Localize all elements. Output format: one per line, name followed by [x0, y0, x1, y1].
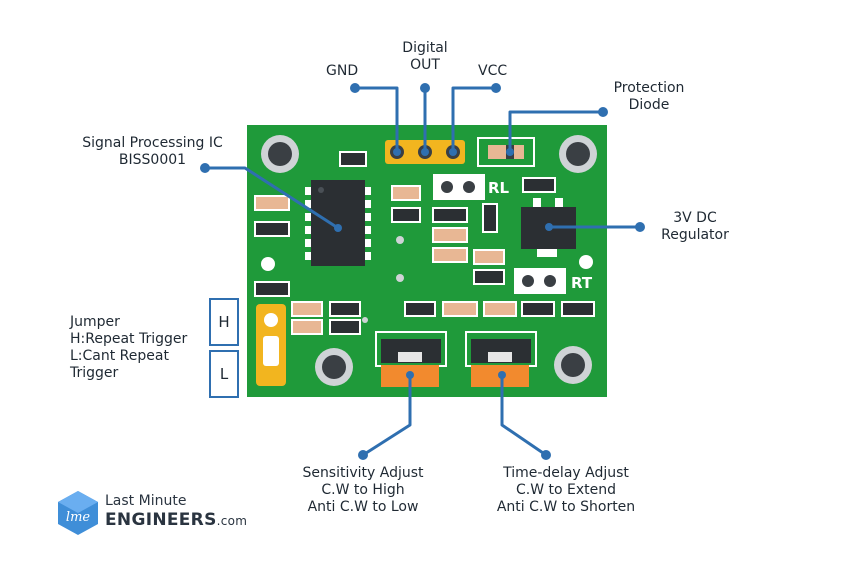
leader-dots	[200, 83, 645, 460]
jumper-block	[256, 304, 286, 386]
mounting-hole-top-left	[261, 135, 299, 173]
smd-components	[254, 151, 595, 335]
rl-mark: RL	[488, 179, 510, 197]
via	[396, 236, 404, 244]
logo-line1: Last Minute	[105, 493, 187, 509]
logo-line2: ENGINEERS.com	[105, 510, 248, 530]
leader-lines	[203, 86, 642, 457]
rt-mark: RT	[571, 274, 593, 292]
gnd-label: GND	[326, 63, 359, 79]
svg-text:lme: lme	[66, 510, 90, 525]
vcc-label: VCC	[478, 63, 508, 79]
lme-logo-icon: lme	[58, 491, 98, 535]
brand-logo: lme Last Minute ENGINEERS.com	[56, 490, 266, 536]
via	[362, 317, 368, 323]
rt-pads	[514, 268, 566, 294]
jumper-l-box: L	[209, 350, 239, 398]
board-dot	[261, 257, 275, 271]
signal-processing-ic	[305, 180, 371, 266]
mounting-hole-bottom-left	[315, 348, 353, 386]
mounting-hole-top-right	[559, 135, 597, 173]
rl-pads	[433, 174, 485, 200]
mounting-hole-bottom-right	[554, 346, 592, 384]
via	[396, 274, 404, 282]
sensitivity-pot	[375, 331, 447, 387]
jumper-h-box: H	[209, 298, 239, 346]
board-dot	[579, 255, 593, 269]
